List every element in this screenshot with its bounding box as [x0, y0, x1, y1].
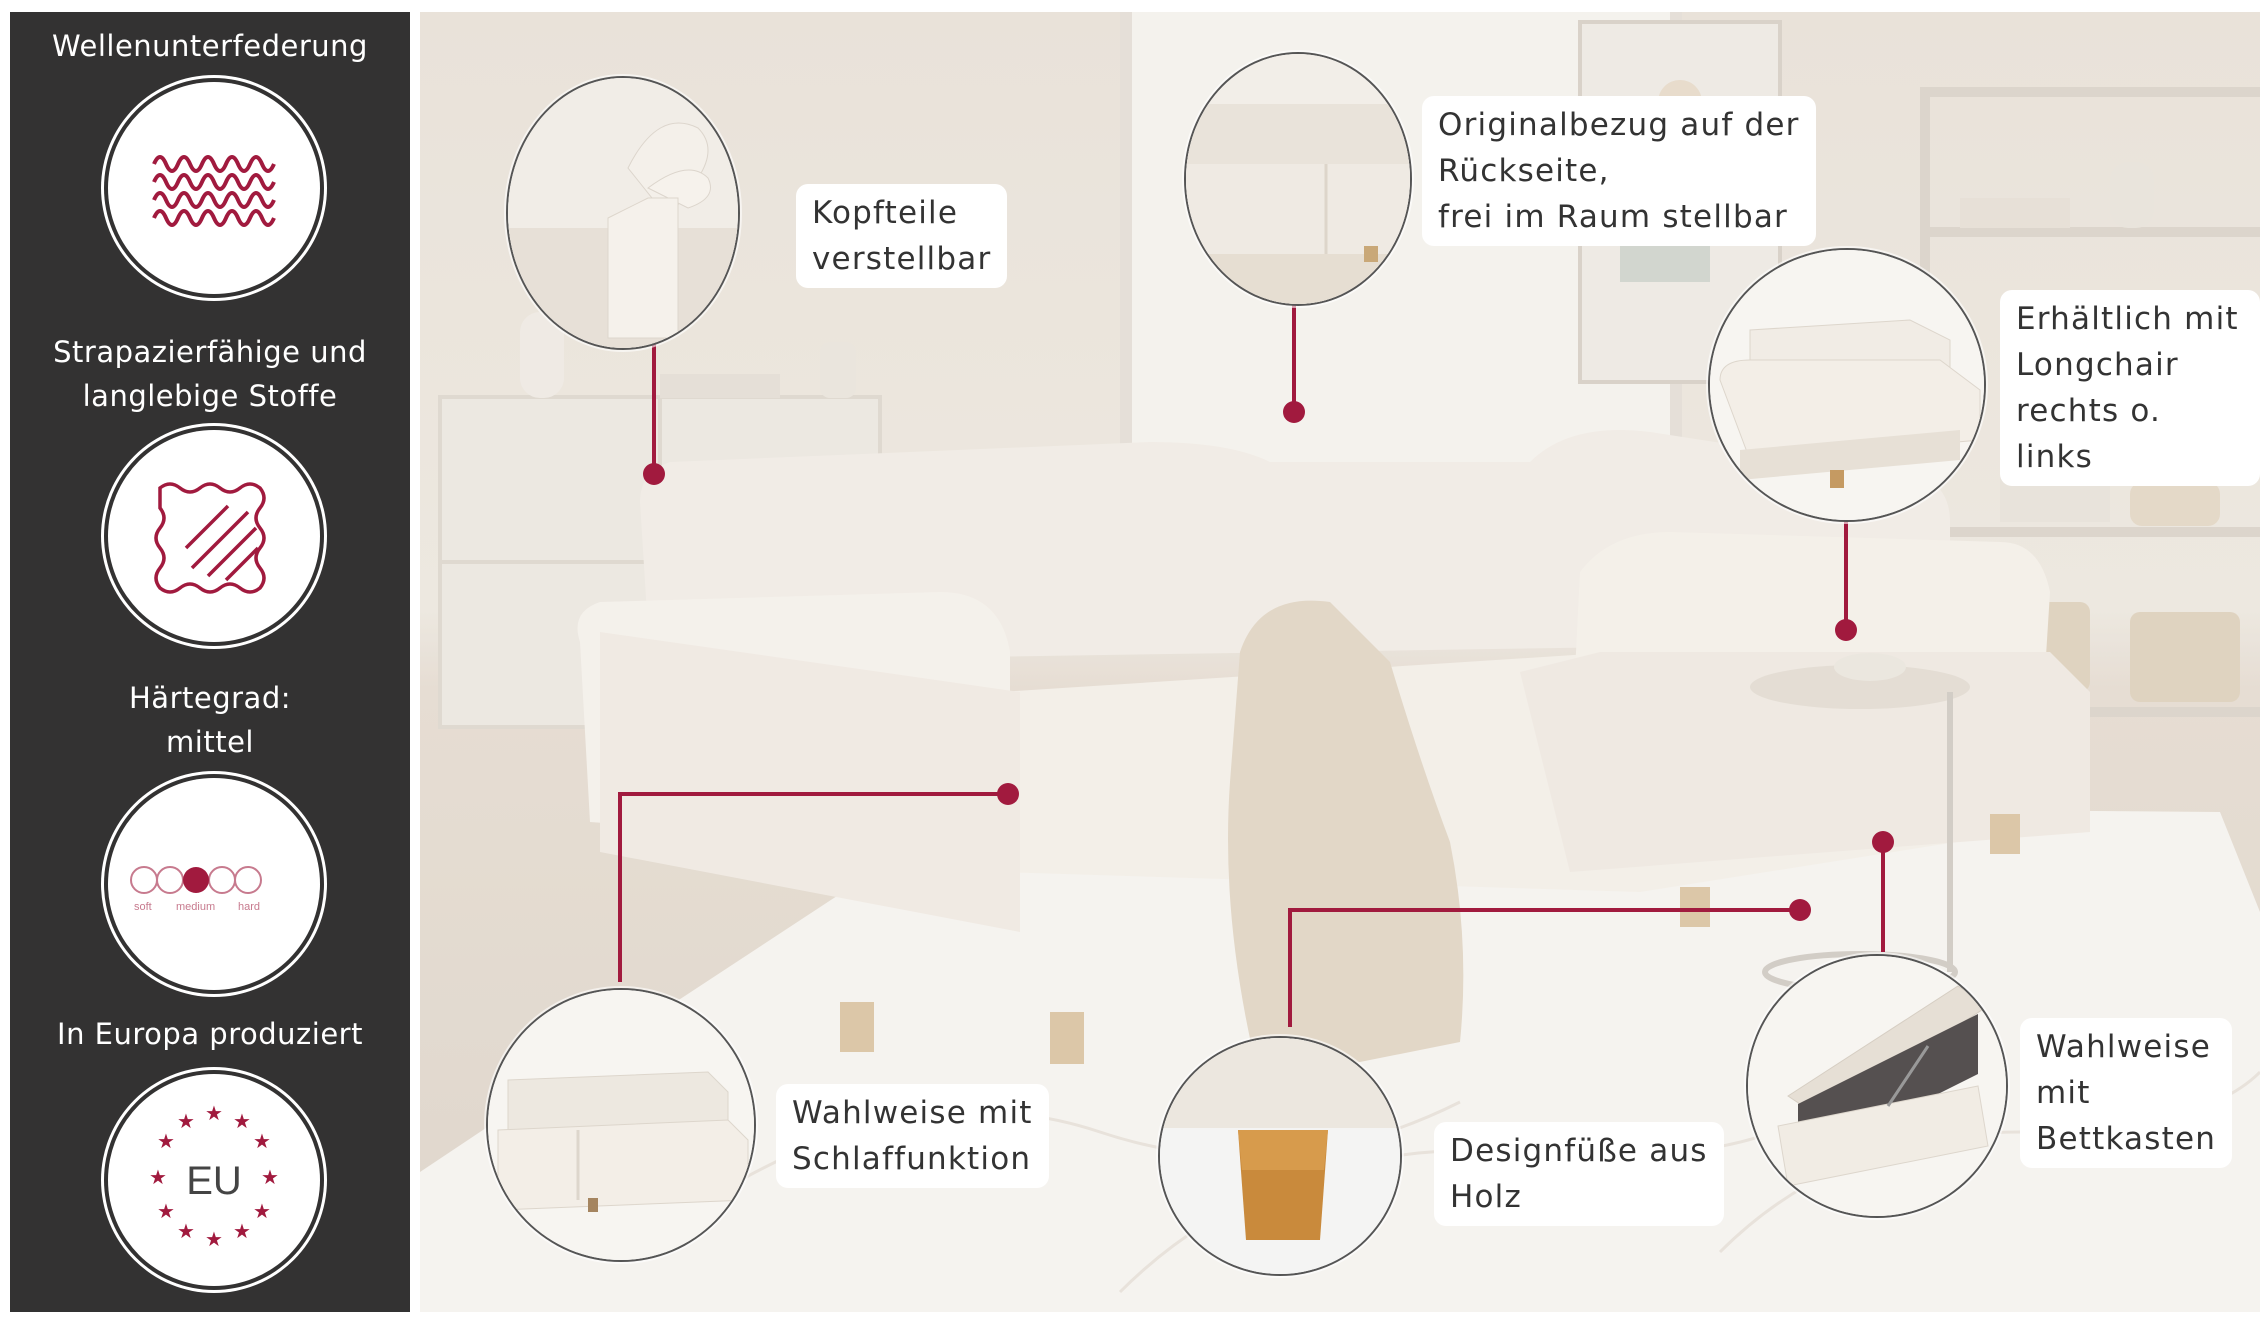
scale-hard-label: hard: [238, 901, 260, 913]
storage-box-detail-image: [1746, 954, 2008, 1218]
hotspot-feet[interactable]: [1789, 899, 1811, 921]
hotspot-storage-box[interactable]: [1872, 831, 1894, 853]
wave-spring-icon: [108, 82, 320, 294]
svg-text:★: ★: [157, 1129, 175, 1153]
feature-title-spring: Wellenunterfederung: [52, 29, 368, 63]
hotspot-sleep-function[interactable]: [997, 783, 1019, 805]
eu-stars-icon: ★★★ ★★★ ★★★ ★★★ EU: [108, 1074, 320, 1286]
sleep-function-detail-image: [486, 988, 756, 1262]
svg-text:★: ★: [177, 1219, 195, 1243]
sofa-scene: Kopfteile verstellbar Originalbezug auf …: [420, 12, 2260, 1312]
corner-sofa-illustration: [577, 430, 2090, 1082]
svg-text:★: ★: [233, 1219, 251, 1243]
wooden-foot-detail-image: [1158, 1036, 1402, 1276]
label-storage-box: Wahlweise mit Bettkasten: [2020, 1018, 2233, 1168]
firmness-scale-icon: soft medium hard: [108, 778, 320, 990]
hotspot-headrest[interactable]: [643, 463, 665, 485]
longchair-detail-image: [1708, 248, 1986, 522]
svg-text:★: ★: [253, 1129, 271, 1153]
svg-text:★: ★: [205, 1227, 223, 1251]
scale-medium-label: medium: [176, 901, 215, 913]
svg-text:★: ★: [261, 1165, 279, 1189]
features-sidebar: Wellenunterfederung Strapazierfähige und…: [10, 12, 410, 1312]
svg-text:★: ★: [177, 1109, 195, 1133]
svg-text:★: ★: [149, 1165, 167, 1189]
fabric-swatch-icon: [108, 430, 320, 642]
label-longchair: Erhältlich mit Longchair rechts o. links: [2000, 290, 2260, 486]
label-headrest: Kopfteile verstellbar: [796, 184, 1008, 288]
callout-connector-lines: [618, 302, 1885, 1027]
label-wooden-feet: Designfüße aus Holz: [1434, 1122, 1724, 1226]
eu-badge-text: EU: [186, 1159, 242, 1203]
label-backside: Originalbezug auf der Rückseite, frei im…: [1422, 96, 1816, 246]
hotspot-longchair[interactable]: [1835, 619, 1857, 641]
backside-detail-image: [1184, 52, 1412, 306]
svg-text:★: ★: [233, 1109, 251, 1133]
svg-text:★: ★: [157, 1199, 175, 1223]
headrest-detail-image: [506, 76, 740, 350]
svg-text:★: ★: [253, 1199, 271, 1223]
feature-title-fabric: Strapazierfähige und langlebige Stoffe: [53, 335, 367, 413]
feature-title-firmness: Härtegrad: mittel: [129, 681, 291, 759]
feature-title-europe: In Europa produziert: [57, 1017, 363, 1051]
label-sleep-function: Wahlweise mit Schlaffunktion: [776, 1084, 1049, 1188]
hotspot-backside[interactable]: [1283, 401, 1305, 423]
scale-soft-label: soft: [134, 901, 152, 913]
svg-text:★: ★: [205, 1101, 223, 1125]
